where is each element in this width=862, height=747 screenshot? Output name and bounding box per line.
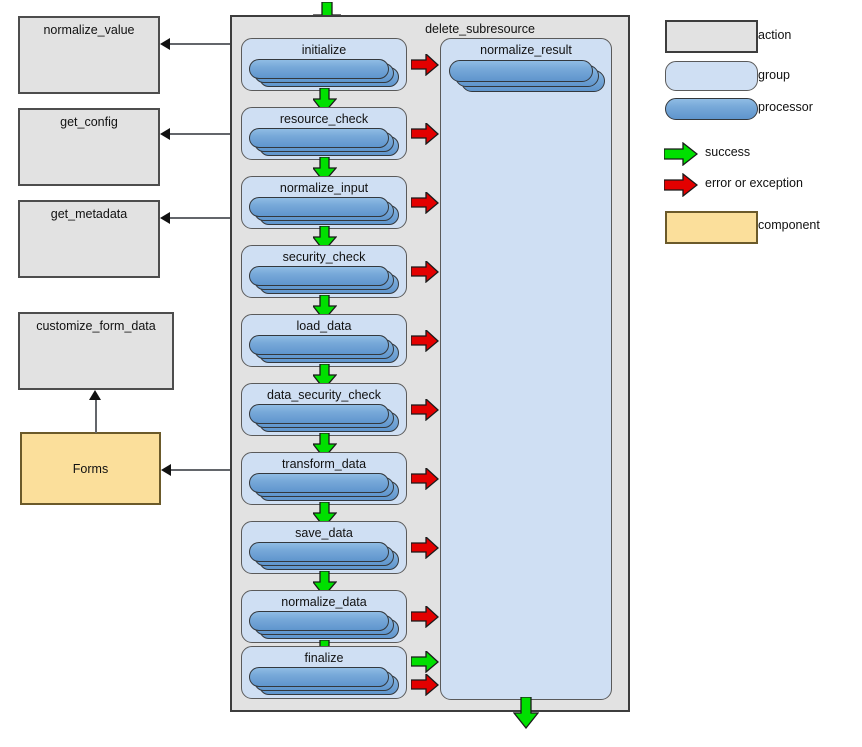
success-arrow-data-security-check bbox=[313, 433, 337, 459]
legend-group-label: group bbox=[758, 68, 790, 82]
processor-pill bbox=[249, 611, 389, 631]
legend-success-arrow-icon bbox=[664, 142, 698, 166]
connector-pipeline-to-normalize-value bbox=[170, 43, 232, 45]
processor-stack[interactable] bbox=[249, 667, 401, 697]
group-box-security-check[interactable]: security_check bbox=[241, 245, 407, 298]
error-arrow-save-data bbox=[411, 537, 439, 559]
success-arrow-transform-data bbox=[313, 502, 337, 528]
connector-arrowhead-left bbox=[161, 464, 171, 476]
error-arrow-resource-check bbox=[411, 123, 439, 145]
group-box-initialize[interactable]: initialize bbox=[241, 38, 407, 91]
group-label: normalize_result bbox=[480, 43, 572, 57]
processor-pill bbox=[249, 266, 389, 286]
connector-arrowhead-left bbox=[160, 128, 170, 140]
legend-component-label: component bbox=[758, 218, 820, 232]
pipeline-exit-success-arrow bbox=[513, 697, 539, 729]
success-arrow-finalize bbox=[411, 651, 439, 673]
legend-error-arrow-icon bbox=[664, 173, 698, 197]
error-arrow-security-check bbox=[411, 261, 439, 283]
connector-forms-to-customize-form-data bbox=[95, 400, 97, 433]
group-label: data_security_check bbox=[267, 388, 381, 402]
connector-arrowhead-left bbox=[160, 38, 170, 50]
action-label: get_metadata bbox=[50, 207, 128, 221]
group-label: resource_check bbox=[279, 112, 369, 126]
action-label: customize_form_data bbox=[36, 319, 156, 333]
action-box-normalize-value[interactable]: normalize_value bbox=[18, 16, 160, 94]
group-box-load-data[interactable]: load_data bbox=[241, 314, 407, 367]
connector-arrowhead-left bbox=[160, 212, 170, 224]
group-box-resource-check[interactable]: resource_check bbox=[241, 107, 407, 160]
action-box-get-metadata[interactable]: get_metadata bbox=[18, 200, 160, 278]
error-arrow-finalize bbox=[411, 674, 439, 696]
group-box-normalize-input[interactable]: normalize_input bbox=[241, 176, 407, 229]
success-arrow-normalize-input bbox=[313, 226, 337, 252]
success-arrow-save-data bbox=[313, 571, 337, 597]
success-arrow-initialize bbox=[313, 88, 337, 114]
group-box-normalize-data[interactable]: normalize_data bbox=[241, 590, 407, 643]
error-arrow-data-security-check bbox=[411, 399, 439, 421]
group-box-normalize-result[interactable]: normalize_result bbox=[440, 38, 612, 700]
group-label: finalize bbox=[304, 651, 344, 665]
processor-pill bbox=[249, 473, 389, 493]
connector-pipeline-to-get-metadata bbox=[170, 217, 232, 219]
processor-stack[interactable] bbox=[249, 335, 401, 365]
processor-pill bbox=[449, 60, 593, 82]
processor-stack[interactable] bbox=[449, 60, 605, 98]
success-arrow-resource-check bbox=[313, 157, 337, 183]
connector-arrowhead-up bbox=[89, 390, 101, 400]
group-label: normalize_input bbox=[279, 181, 369, 195]
processor-pill bbox=[249, 335, 389, 355]
processor-pill bbox=[249, 128, 389, 148]
error-arrow-transform-data bbox=[411, 468, 439, 490]
legend-group-swatch bbox=[665, 61, 758, 91]
legend-error-label: error or exception bbox=[705, 176, 803, 190]
error-arrow-initialize bbox=[411, 54, 439, 76]
group-label: transform_data bbox=[281, 457, 367, 471]
group-label: save_data bbox=[295, 526, 353, 540]
processor-pill bbox=[249, 542, 389, 562]
processor-stack[interactable] bbox=[249, 542, 401, 572]
processor-stack[interactable] bbox=[249, 59, 401, 89]
error-arrow-normalize-input bbox=[411, 192, 439, 214]
processor-stack[interactable] bbox=[249, 266, 401, 296]
action-label: normalize_value bbox=[43, 23, 135, 37]
legend-success-label: success bbox=[705, 145, 751, 159]
legend-action-swatch bbox=[665, 20, 758, 53]
processor-stack[interactable] bbox=[249, 197, 401, 227]
group-box-data-security-check[interactable]: data_security_check bbox=[241, 383, 407, 436]
action-label: get_config bbox=[60, 115, 118, 129]
success-arrow-security-check bbox=[313, 295, 337, 321]
error-arrow-load-data bbox=[411, 330, 439, 352]
processor-stack[interactable] bbox=[249, 128, 401, 158]
legend-processor-label: processor bbox=[758, 100, 813, 114]
group-label: security_check bbox=[282, 250, 366, 264]
group-label: load_data bbox=[296, 319, 352, 333]
component-label: Forms bbox=[72, 461, 109, 476]
pipeline-container-title: delete_subresource bbox=[425, 22, 535, 36]
group-label: normalize_data bbox=[281, 595, 367, 609]
processor-stack[interactable] bbox=[249, 611, 401, 641]
legend-processor-swatch bbox=[665, 98, 758, 120]
processor-pill bbox=[249, 197, 389, 217]
component-box-forms[interactable]: Forms bbox=[20, 432, 161, 505]
group-box-finalize[interactable]: finalize bbox=[241, 646, 407, 699]
processor-pill bbox=[249, 59, 389, 79]
success-arrow-load-data bbox=[313, 364, 337, 390]
action-box-get-config[interactable]: get_config bbox=[18, 108, 160, 186]
legend-component-swatch bbox=[665, 211, 758, 244]
error-arrow-normalize-data bbox=[411, 606, 439, 628]
processor-pill bbox=[249, 404, 389, 424]
processor-stack[interactable] bbox=[249, 473, 401, 503]
group-label: initialize bbox=[301, 43, 347, 57]
group-box-save-data[interactable]: save_data bbox=[241, 521, 407, 574]
connector-pipeline-to-get-config bbox=[170, 133, 232, 135]
connector-pipeline-to-forms bbox=[171, 469, 272, 471]
group-box-transform-data[interactable]: transform_data bbox=[241, 452, 407, 505]
legend-action-label: action bbox=[758, 28, 792, 42]
action-box-customize-form-data[interactable]: customize_form_data bbox=[18, 312, 174, 390]
processor-stack[interactable] bbox=[249, 404, 401, 434]
processor-pill bbox=[249, 667, 389, 687]
